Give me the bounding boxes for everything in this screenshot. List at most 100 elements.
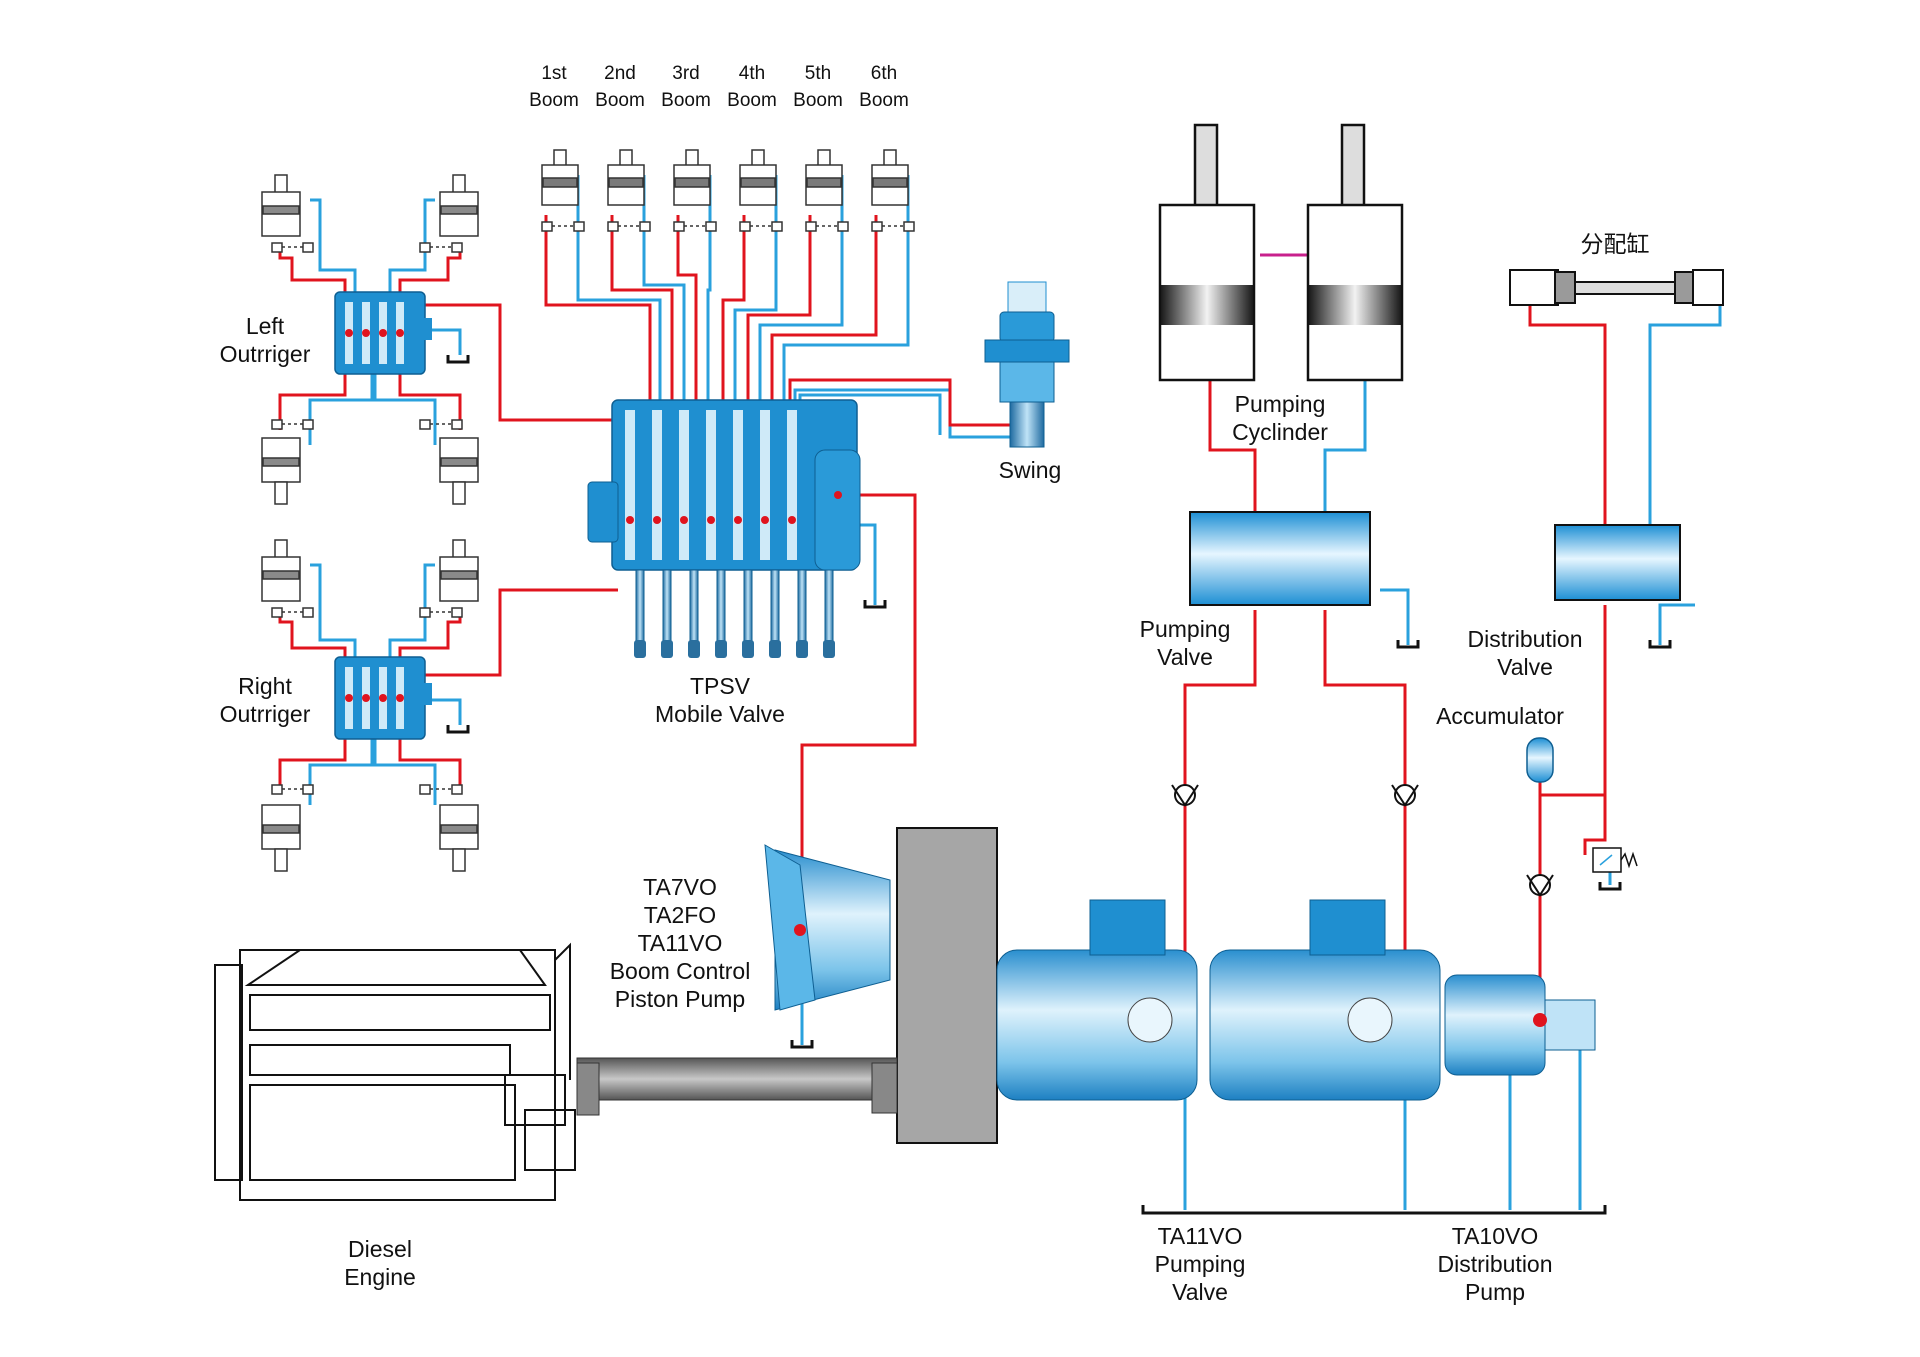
boom-cylinder-6 xyxy=(871,149,915,232)
pump-bracket xyxy=(1141,1205,1607,1215)
pumping-valve-label-line1: Pumping xyxy=(1139,616,1231,642)
boom-label-1-line2: Boom xyxy=(529,90,579,111)
check-valves xyxy=(1171,784,1554,897)
valve-tanks xyxy=(790,640,1672,1049)
outrigger-cylinder-ru2 xyxy=(419,539,479,618)
outrigger-cylinders xyxy=(261,174,479,872)
outrigger-tanks xyxy=(446,355,470,734)
mobile-valve-label-line1: TPSV xyxy=(689,673,751,699)
boom-cylinder-3 xyxy=(673,149,717,232)
boom-cylinder-5 xyxy=(805,149,849,232)
pumping-cyl-return xyxy=(1323,380,1367,515)
boom-label-4-line2: Boom xyxy=(727,90,777,111)
relief-valve-line xyxy=(1583,795,1607,855)
left-outrigger-label-line1: Left xyxy=(245,313,285,339)
right-outrigger-valve xyxy=(334,656,432,740)
distribution-cylinder xyxy=(1509,269,1724,306)
swing-motor xyxy=(984,281,1070,448)
boom-pump-label-line5: Piston Pump xyxy=(614,986,746,1012)
boom-label-5-line1: 5th xyxy=(804,63,832,84)
diesel-engine xyxy=(214,942,576,1201)
drivetrain xyxy=(576,827,998,1144)
diesel-engine-label-line2: Engine xyxy=(344,1264,416,1290)
pumping-valve-p1 xyxy=(1183,610,1257,1185)
distribution-pump-label-line1: TA10VO xyxy=(1451,1223,1539,1249)
boom-label-6-line2: Boom xyxy=(859,90,909,111)
pumping-cylinder-label-line1: Pumping xyxy=(1234,391,1326,417)
left-outrigger-supply xyxy=(425,303,618,422)
boom-label-2-line1: 2nd xyxy=(604,63,636,84)
distribution-pump-label-line3: Pump xyxy=(1464,1279,1526,1305)
outrigger-cylinder-ru1 xyxy=(261,539,314,618)
boom-cylinder-1 xyxy=(541,149,585,232)
boom-pump-label: TA7VO TA2FO TA11VO Boom Control Piston P… xyxy=(600,873,760,1013)
mobile-valve-label-line2: Mobile Valve xyxy=(655,701,785,727)
distribution-cyl-supply xyxy=(1528,305,1607,530)
boom-label-6-line1: 6th xyxy=(870,63,898,84)
left-outrigger-valve xyxy=(334,291,432,375)
right-outrigger-label-line2: Outrriger xyxy=(219,701,311,727)
pumping-pump-label-line3: Valve xyxy=(1172,1279,1228,1305)
pumping-cylinders xyxy=(1158,123,1404,382)
distribution-pump-supply xyxy=(1538,605,1607,1030)
distribution-valve-label-line2: Valve xyxy=(1497,654,1553,680)
hydraulic-lines xyxy=(278,175,1722,1210)
accumulator-label: Accumulator xyxy=(1436,703,1564,729)
boom-pump-label-line1: TA7VO xyxy=(643,874,717,900)
pumping-cylinder-label-line2: Cyclinder xyxy=(1232,419,1328,445)
tpsv-mobile-valve xyxy=(587,399,887,658)
boom-label-3-line2: Boom xyxy=(661,90,711,111)
boom-pump-label-line2: TA2FO xyxy=(643,902,717,928)
right-outrigger-supply xyxy=(425,588,618,677)
distribution-cylinder-label: 分配缸 xyxy=(1580,231,1650,257)
outrigger-cylinder-lu2 xyxy=(419,174,479,253)
boom-label-5-line2: Boom xyxy=(793,90,843,111)
boom-control-pump xyxy=(764,844,891,1011)
pumping-pump-label-line2: Pumping xyxy=(1154,1251,1246,1277)
distribution-valve-block xyxy=(1554,524,1681,601)
boom-pump-label-line4: Boom Control xyxy=(609,958,751,984)
outrigger-cylinder-lu1 xyxy=(261,174,314,253)
pumping-valve-p2 xyxy=(1323,610,1407,1185)
distribution-pump-label-line2: Distribution xyxy=(1437,1251,1553,1277)
distribution-pump-label: TA10VO Distribution Pump xyxy=(1420,1222,1570,1306)
outrigger-cylinder-ll1 xyxy=(261,419,314,505)
boom-pump-label-line3: TA11VO xyxy=(637,930,723,956)
left-outrigger-lines xyxy=(278,198,462,445)
right-outrigger-label-line1: Right xyxy=(238,673,292,699)
boom-cylinder-2 xyxy=(607,149,651,232)
boom-return-lines xyxy=(576,175,910,405)
pumping-valve-label-line2: Valve xyxy=(1157,644,1213,670)
pumping-valve-block xyxy=(1189,511,1371,606)
diesel-engine-label-line1: Diesel xyxy=(348,1236,412,1262)
boom-label-2-line2: Boom xyxy=(595,90,645,111)
outrigger-cylinder-ll2 xyxy=(419,419,479,505)
accumulator xyxy=(1526,737,1554,783)
boom-supply-lines xyxy=(544,215,878,405)
relief-valve xyxy=(1592,847,1638,873)
distribution-cyl-return xyxy=(1648,305,1722,530)
outrigger-cylinder-rl2 xyxy=(419,784,479,872)
boom-label-4-line1: 4th xyxy=(738,63,766,84)
distribution-valve-tank xyxy=(1658,603,1695,645)
pumping-pump-label: TA11VO Pumping Valve xyxy=(1130,1222,1270,1306)
boom-cylinder-4 xyxy=(739,149,783,232)
boom-pump-supply xyxy=(800,493,917,935)
pumping-cyl-supply xyxy=(1208,380,1257,515)
boom-label-3-line1: 3rd xyxy=(672,63,700,84)
swing-supply-line xyxy=(788,378,1010,427)
pumping-valve-tank xyxy=(1380,588,1410,645)
outrigger-cylinder-rl1 xyxy=(261,784,314,872)
